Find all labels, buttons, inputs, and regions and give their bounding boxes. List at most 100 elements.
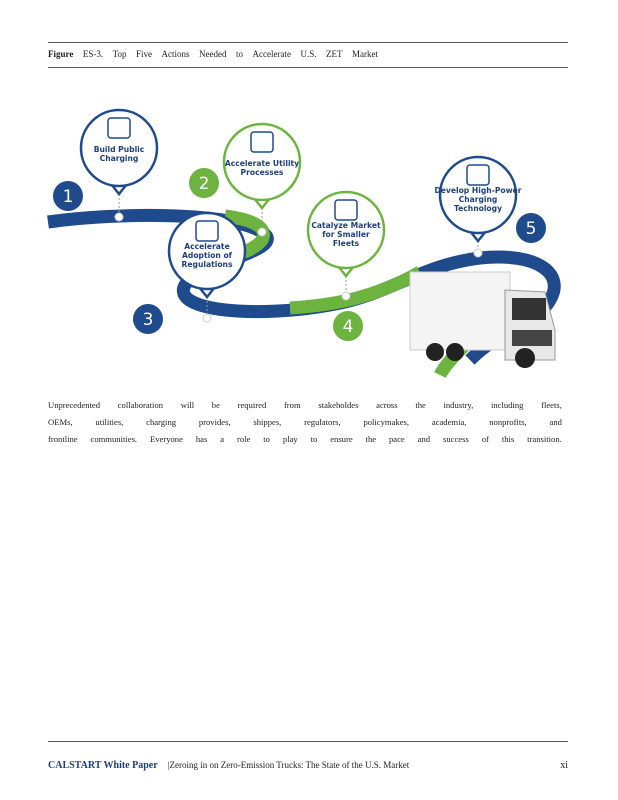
page-footer: CALSTART White Paper |Zeroing in on Zero…: [48, 760, 568, 771]
caption-word: Accelerate: [252, 49, 291, 59]
paragraph-word: frontline: [48, 434, 78, 444]
step-number: 4: [343, 317, 354, 337]
step-number-badge: [53, 181, 83, 211]
step-label: Build Public: [94, 145, 145, 154]
step-number-badge: [516, 213, 546, 243]
step-label: Charging: [100, 154, 139, 163]
paragraph-word: industry,: [443, 400, 474, 410]
footer-rule: [48, 741, 568, 742]
road-green-segment: [289, 266, 424, 315]
figure-caption: Figure ES-3. Top Five Actions Needed to Acceler…: [48, 49, 378, 59]
step-number: 3: [143, 310, 154, 330]
paragraph-word: and: [549, 417, 562, 427]
paragraph-line: OEMs, utilities, charging provides, shippes,…: [48, 414, 562, 431]
paragraph-word: academia,: [431, 417, 467, 427]
paragraph-word: to: [310, 434, 318, 444]
paragraph-word: the: [415, 400, 426, 410]
step-number: 2: [199, 174, 210, 194]
paragraph-word: collaboration: [117, 400, 164, 410]
step-label: Regulations: [182, 260, 233, 269]
road-marker: [257, 227, 267, 237]
step-number: 1: [63, 187, 74, 207]
step-label: Charging: [459, 195, 498, 204]
paragraph-word: Everyone: [149, 434, 183, 444]
caption-word: Needed: [198, 49, 227, 59]
paragraph-word: Unprecedented: [48, 400, 101, 410]
step-label: Develop High-Power: [434, 186, 521, 195]
step-label: Adoption of: [182, 251, 233, 260]
paragraph-word: across: [376, 400, 398, 410]
caption-word: Five: [135, 49, 152, 59]
paragraph-word: utilities,: [95, 417, 124, 427]
step-number-badge: [189, 168, 219, 198]
step-bubble: [167, 211, 247, 291]
caption-word: Top: [112, 49, 127, 59]
caption-word: to: [235, 49, 243, 59]
road-marker: [114, 212, 124, 222]
paragraph-word: provides,: [198, 417, 231, 427]
caption-word: U.S.: [300, 49, 317, 59]
handshake-icon: [334, 199, 358, 221]
step-label: Technology: [454, 204, 502, 213]
step-label: Fleets: [333, 239, 360, 248]
paragraph-word: OEMs,: [48, 417, 73, 427]
caption-rule: [48, 67, 568, 68]
charging-station-icon: [107, 117, 131, 139]
step-number: 5: [526, 219, 537, 239]
body-paragraph: Unprecedented collaboration will be required…: [48, 397, 562, 448]
paragraph-word: transition.: [527, 434, 562, 444]
top-rule: [48, 42, 568, 43]
page-number: xi: [560, 760, 568, 771]
step-label: Accelerate Utility: [225, 159, 299, 168]
paragraph-word: role: [236, 434, 251, 444]
paragraph-word: shippes,: [253, 417, 282, 427]
battery-plug-icon: [466, 164, 490, 186]
paragraph-word: has: [195, 434, 208, 444]
paragraph-word: including: [490, 400, 524, 410]
paragraph-word: will: [180, 400, 195, 410]
paragraph-word: policymakes,: [363, 417, 410, 427]
paragraph-word: communities.: [90, 434, 138, 444]
road-marker: [202, 313, 212, 323]
paragraph-line: frontline communities. Everyone has a role to p…: [48, 431, 562, 448]
step-number-badge: [133, 304, 163, 334]
paragraph-word: stakeholdes: [318, 400, 359, 410]
caption-word: ZET: [325, 49, 343, 59]
paragraph-word: charging: [146, 417, 177, 427]
paragraph-word: nonprofits,: [489, 417, 527, 427]
step-bubble: [222, 122, 302, 202]
step-bubble: [306, 190, 386, 270]
caption-label: Figure: [48, 49, 74, 59]
document-icon: [195, 220, 219, 242]
paragraph-word: required: [237, 400, 267, 410]
paragraph-word: a: [220, 434, 225, 444]
footer-title: |Zeroing in on Zero-Emission Trucks: The…: [167, 760, 410, 770]
paragraph-word: the: [365, 434, 377, 444]
step-bubble: [79, 108, 159, 188]
step-number-badge: [333, 311, 363, 341]
caption-number: ES-3.: [82, 49, 104, 59]
truck-image: [409, 271, 556, 368]
paragraph-line: Unprecedented collaboration will be required…: [48, 397, 562, 414]
paragraph-word: regulators,: [304, 417, 341, 427]
paragraph-word: be: [211, 400, 220, 410]
footer-brand: CALSTART White Paper: [48, 760, 158, 771]
step-label: Accelerate: [184, 242, 229, 251]
paragraph-word: and: [417, 434, 431, 444]
caption-word: Actions: [161, 49, 190, 59]
paragraph-word: this: [501, 434, 515, 444]
caption-word: Market: [351, 49, 378, 59]
step-label: Catalyze Market: [311, 221, 381, 230]
road-marker: [341, 291, 351, 301]
paragraph-word: pace: [389, 434, 405, 444]
paragraph-word: success: [443, 434, 469, 444]
paragraph-word: fleets,: [541, 400, 562, 410]
paragraph-word: from: [283, 400, 301, 410]
